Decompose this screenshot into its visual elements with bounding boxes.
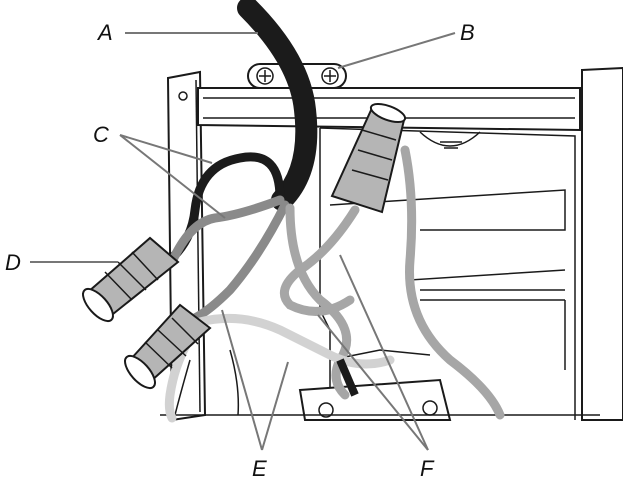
label-d: D [5,250,21,275]
leader-c-lower [119,134,226,219]
main-cable [237,0,318,211]
dark-gray-lead [190,200,290,323]
leader-f-left [317,314,429,451]
inner-panel-lower [409,230,566,281]
leader-lines [30,32,456,451]
label-f: F [420,456,435,481]
housing-right-wall [581,66,623,421]
bottom-black-lead [336,358,359,397]
light-gray-wire [195,313,395,369]
connector-lower-left [124,303,212,390]
bracket-screw [318,402,334,418]
connector-top-right [330,102,407,214]
label-b: B [460,20,475,45]
clamp-screw-left [256,67,274,85]
mid-gray-wire [285,203,352,400]
lamp-cup [419,131,481,147]
callout-labels: A B C D E F [5,20,475,481]
label-a: A [96,20,113,45]
leader-e-right [261,361,289,451]
clamp-screw-right [321,67,339,85]
dark-gray-wire [167,195,285,267]
leader-c-upper [119,134,213,164]
connector-left [82,236,180,323]
label-e: E [252,456,267,481]
wires [164,145,505,423]
leader-e-left [221,309,263,451]
mid-gray-wire-upper [279,205,360,316]
right-gray-wire [400,145,505,420]
label-c: C [93,122,109,147]
leader-b [337,32,456,69]
rail-hole [178,91,188,101]
inner-panel-upper [329,189,566,231]
leader-f-right [339,254,429,451]
